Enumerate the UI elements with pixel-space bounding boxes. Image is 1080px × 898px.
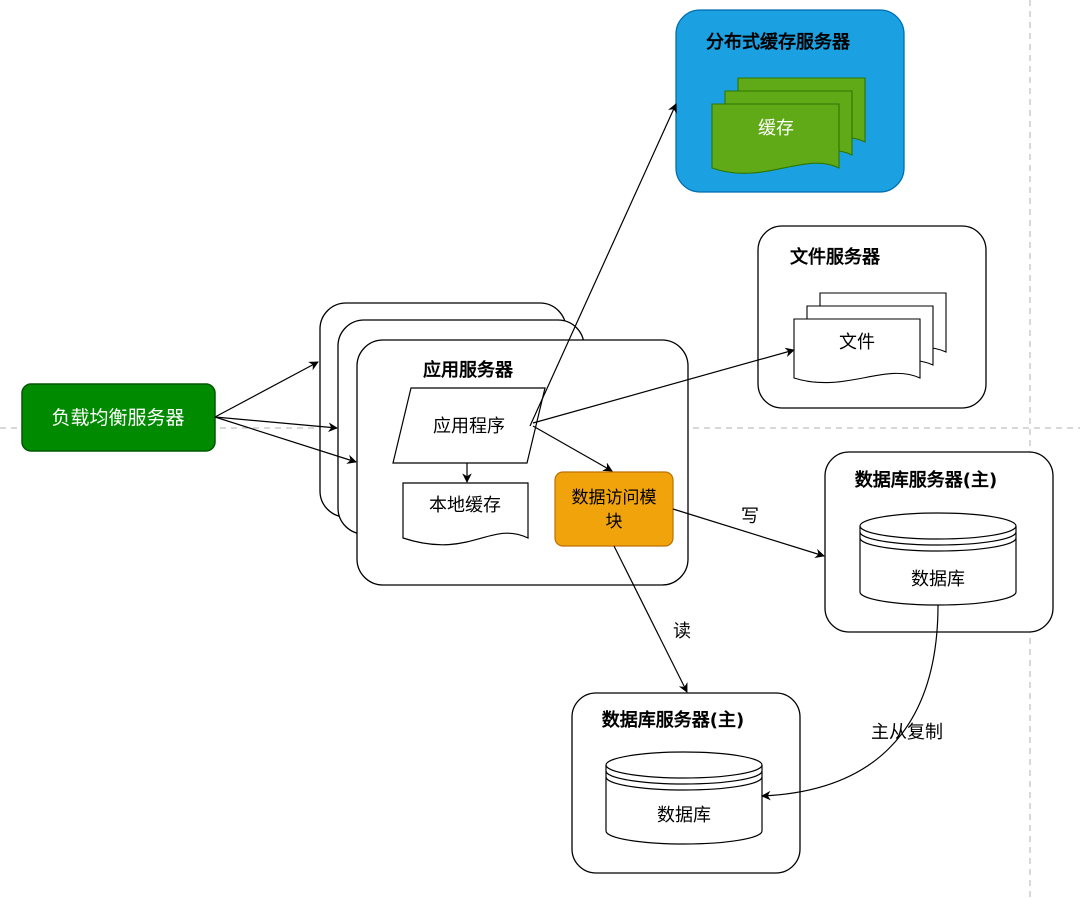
load-balancer-label: 负载均衡服务器 [51,407,184,429]
file-doc-label: 文件 [839,332,875,353]
file-server-title: 文件服务器 [790,246,881,268]
edge-replication [761,604,939,801]
cache-doc-front [711,103,840,174]
cache-server-title: 分布式缓存服务器 [706,31,851,53]
db-master-server-title: 数据库服务器(主) [855,469,997,491]
edge-program-to-data-access [532,425,613,472]
cache-doc-label: 缓存 [758,118,794,139]
application-program-shape [392,387,546,464]
file-server-node[interactable]: 文件服务器 文件 [757,225,987,409]
load-balancer-node[interactable]: 负载均衡服务器 [21,383,216,452]
data-access-module-label: 数据访问模块 [572,488,657,532]
file-doc-front [793,318,921,384]
edge-lb-to-app-front [214,416,357,464]
edge-replication-label: 主从复制 [871,722,943,743]
edge-program-to-file-server [532,347,795,424]
data-access-module-box [554,471,674,547]
edge-write-label: 写 [741,506,759,527]
db-slave-cylinder [605,751,763,845]
application-program-node[interactable]: 应用程序 [392,387,546,464]
application-program-label: 应用程序 [433,416,505,437]
local-cache-label: 本地缓存 [429,495,501,516]
edge-program-to-cache-server [529,103,677,427]
edge-lb-to-app-middle [214,416,338,433]
cache-server-node[interactable]: 分布式缓存服务器 缓存 [675,9,905,193]
edge-data-access-write [672,508,825,559]
db-slave-label: 数据库 [657,805,711,826]
db-master-cylinder [859,512,1017,606]
app-server-title: 应用服务器 [423,359,514,381]
local-cache-shape [402,482,529,546]
db-slave-server-title: 数据库服务器(主) [602,709,744,731]
edge-data-access-read [613,545,688,693]
local-cache-node[interactable]: 本地缓存 [402,482,529,546]
db-slave-server-node[interactable]: 数据库服务器(主) 数据库 [571,692,801,874]
db-master-label: 数据库 [911,569,965,590]
data-access-module-node[interactable]: 数据访问模块 [554,471,674,547]
edge-lb-to-app-back [214,361,319,418]
db-master-server-node[interactable]: 数据库服务器(主) 数据库 [824,451,1054,633]
edge-read-label: 读 [673,621,691,642]
